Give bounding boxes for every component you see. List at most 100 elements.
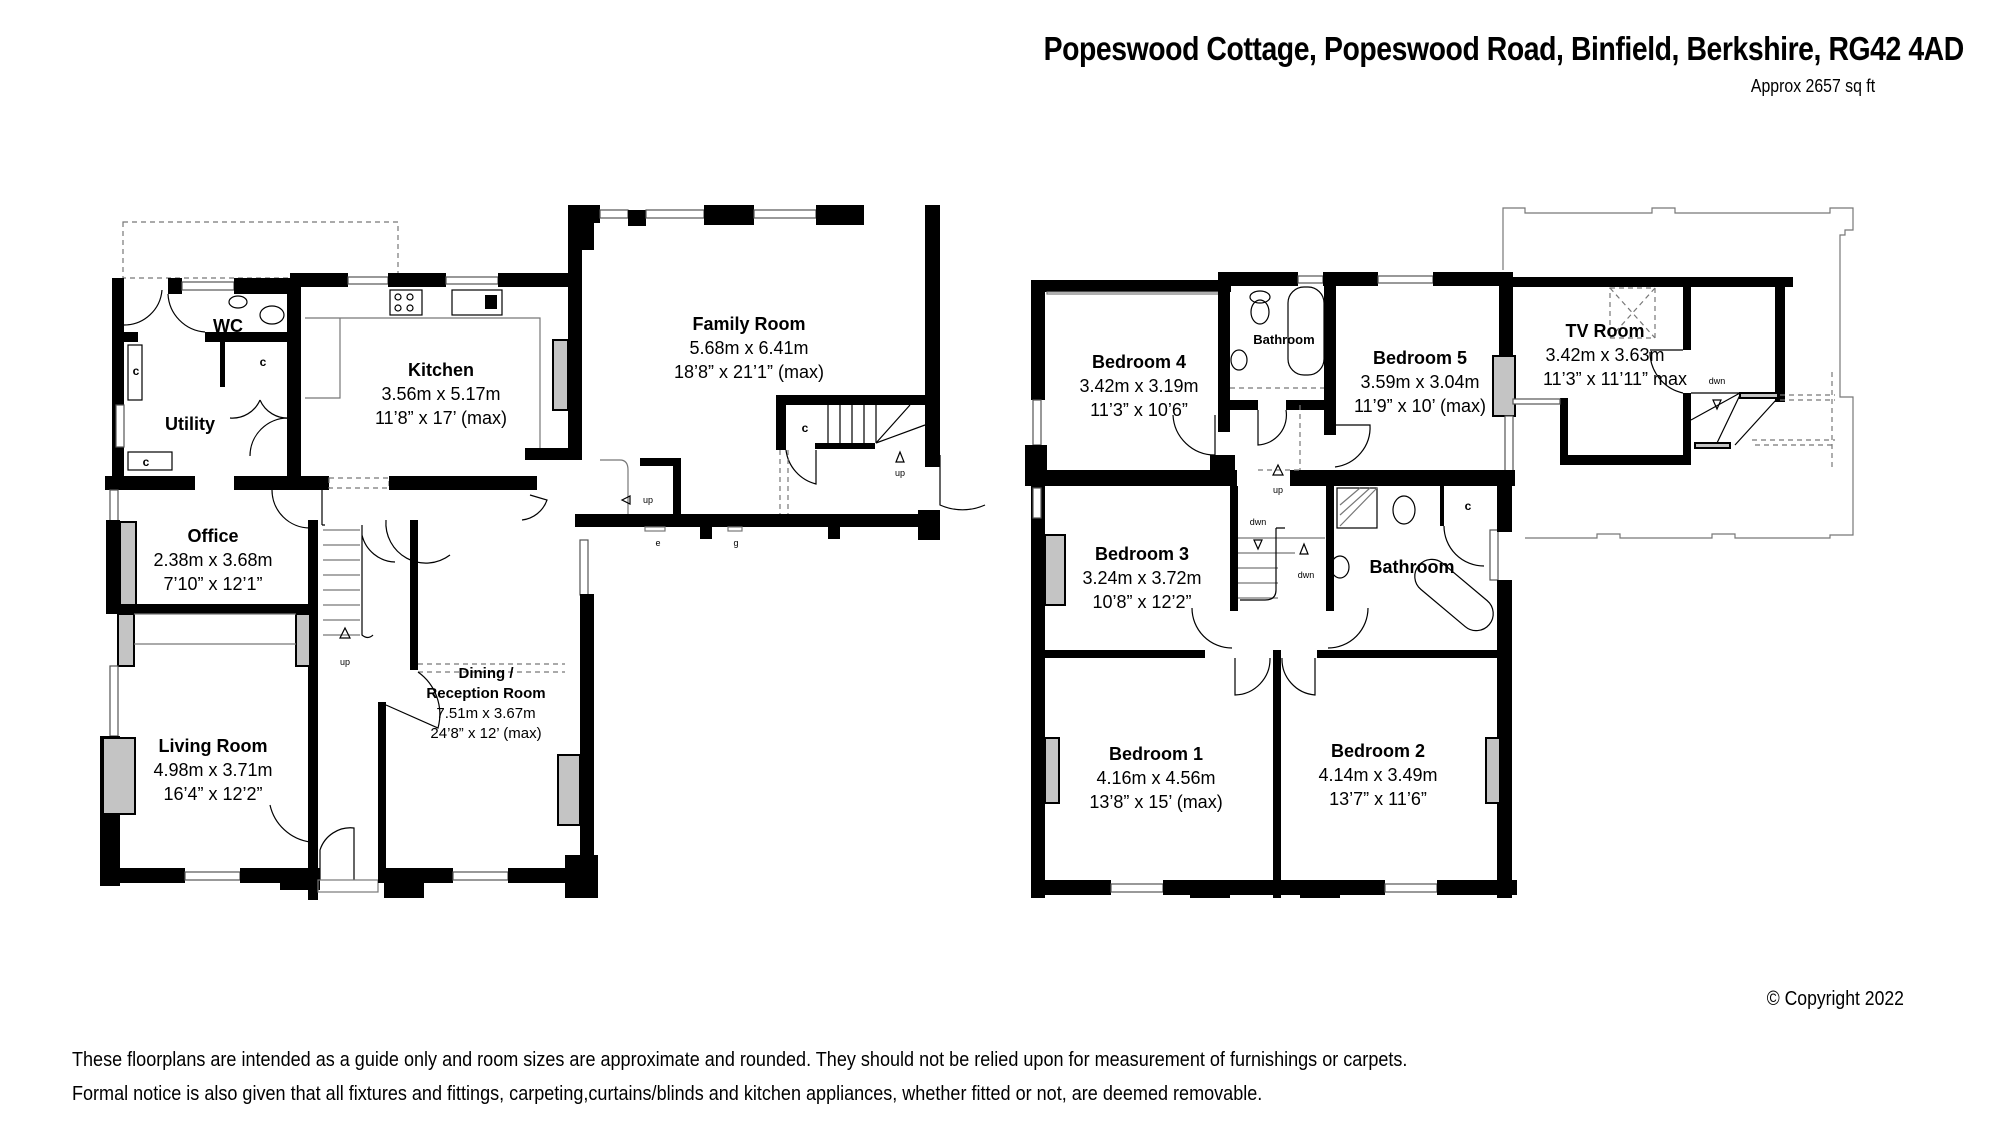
skylight-cross xyxy=(1609,287,1656,339)
wall-lining xyxy=(1046,291,1222,295)
utility-cupboard xyxy=(127,344,143,401)
cupboard-label: c xyxy=(133,364,140,378)
hob-icon xyxy=(389,289,423,316)
stairs-down-label: dwn xyxy=(1709,376,1726,386)
room-size-imperial: 11’8” x 17’ (max) xyxy=(375,408,507,428)
electric-meter-label: e xyxy=(655,538,660,548)
wall xyxy=(1497,480,1512,532)
kitchen-worktop xyxy=(305,317,541,448)
wall xyxy=(112,278,124,490)
wall xyxy=(640,458,678,466)
wall xyxy=(168,278,182,294)
door-swing xyxy=(785,449,817,485)
window xyxy=(579,539,589,596)
wall xyxy=(1218,272,1230,432)
stairs-down-label: dwn xyxy=(1250,517,1267,527)
hob-ring xyxy=(394,293,402,301)
basin-icon xyxy=(1330,555,1350,579)
wall xyxy=(568,205,582,460)
step xyxy=(600,459,629,514)
up-arrow-icon xyxy=(620,495,631,505)
window xyxy=(1489,529,1499,581)
stairs-down-label: dwn xyxy=(1298,570,1315,580)
room-label-bathroom: Bathroom xyxy=(1370,557,1455,577)
room-size-metric: 3.56m x 5.17m xyxy=(381,384,500,404)
room-size-imperial: 24’8” x 12’ (max) xyxy=(430,725,541,742)
toilet-icon xyxy=(1250,299,1270,325)
chimney-breast xyxy=(119,521,137,609)
wall xyxy=(290,273,348,287)
window xyxy=(1504,415,1514,477)
hall-wall xyxy=(321,490,325,526)
cupboard-label: c xyxy=(260,355,267,369)
wall xyxy=(234,476,329,490)
wall xyxy=(1683,393,1691,463)
wall xyxy=(1025,470,1237,486)
wall xyxy=(1031,880,1111,895)
room-size-imperial: 16’4” x 12’2” xyxy=(163,784,262,804)
opening xyxy=(328,477,390,489)
room-label-office: Office xyxy=(187,526,238,546)
sink-icon xyxy=(451,289,503,316)
room-label-bedroom-2: Bedroom 2 xyxy=(1331,741,1425,761)
opening xyxy=(418,663,565,673)
up-arrow-icon xyxy=(895,450,905,463)
room-size-imperial: 13’8” x 15’ (max) xyxy=(1089,792,1222,812)
wall xyxy=(1273,650,1281,898)
window xyxy=(1110,883,1164,893)
wall xyxy=(580,205,594,250)
wall xyxy=(1210,455,1235,485)
door-swing xyxy=(167,293,206,333)
wall xyxy=(280,868,320,890)
window xyxy=(109,489,119,523)
wall xyxy=(815,443,875,449)
wall xyxy=(828,527,840,539)
wall xyxy=(565,855,598,898)
stairs-up-label: up xyxy=(895,468,905,478)
window xyxy=(1032,399,1042,446)
wall xyxy=(1290,470,1515,486)
cupboard-label: c xyxy=(1465,499,1472,513)
wall xyxy=(704,205,754,225)
door-swing xyxy=(1191,607,1369,649)
door-swing xyxy=(269,804,311,843)
front-door-swing xyxy=(319,827,355,880)
wall xyxy=(1230,486,1238,611)
wall xyxy=(1440,486,1444,526)
basin-icon xyxy=(228,295,248,309)
room-label-bedroom-1: Bedroom 1 xyxy=(1109,744,1203,764)
hob-ring xyxy=(406,293,414,301)
room-size-metric: 4.14m x 3.49m xyxy=(1318,765,1437,785)
landing-edge xyxy=(1694,442,1731,449)
room-label-bathroom: Bathroom xyxy=(1253,332,1314,347)
door-swing xyxy=(249,417,289,457)
wall xyxy=(498,273,570,287)
room-label-wc: WC xyxy=(213,316,243,336)
window xyxy=(115,404,125,448)
room-label-family-room: Family Room xyxy=(692,314,805,334)
chimney-breast xyxy=(552,339,569,411)
wall xyxy=(105,476,195,490)
window xyxy=(645,209,705,219)
basin-icon xyxy=(1230,349,1248,371)
door-swing xyxy=(271,489,311,529)
roof-outline xyxy=(1502,207,1854,539)
wall xyxy=(1513,277,1793,287)
window xyxy=(1032,487,1042,519)
wall xyxy=(925,205,940,467)
room-label-dining: Dining / xyxy=(459,665,515,682)
window xyxy=(1384,883,1438,893)
cupboard-door-swing xyxy=(1443,525,1485,567)
window xyxy=(1512,398,1561,405)
wall xyxy=(1324,285,1336,435)
room-label-utility: Utility xyxy=(165,414,215,434)
wall xyxy=(234,278,296,294)
wall xyxy=(1031,280,1231,292)
wall xyxy=(1323,272,1378,286)
down-arrow-icon xyxy=(1253,539,1263,551)
door-swing xyxy=(385,519,451,564)
wall xyxy=(1437,880,1517,895)
wall xyxy=(388,273,446,287)
room-label-kitchen: Kitchen xyxy=(408,360,474,380)
